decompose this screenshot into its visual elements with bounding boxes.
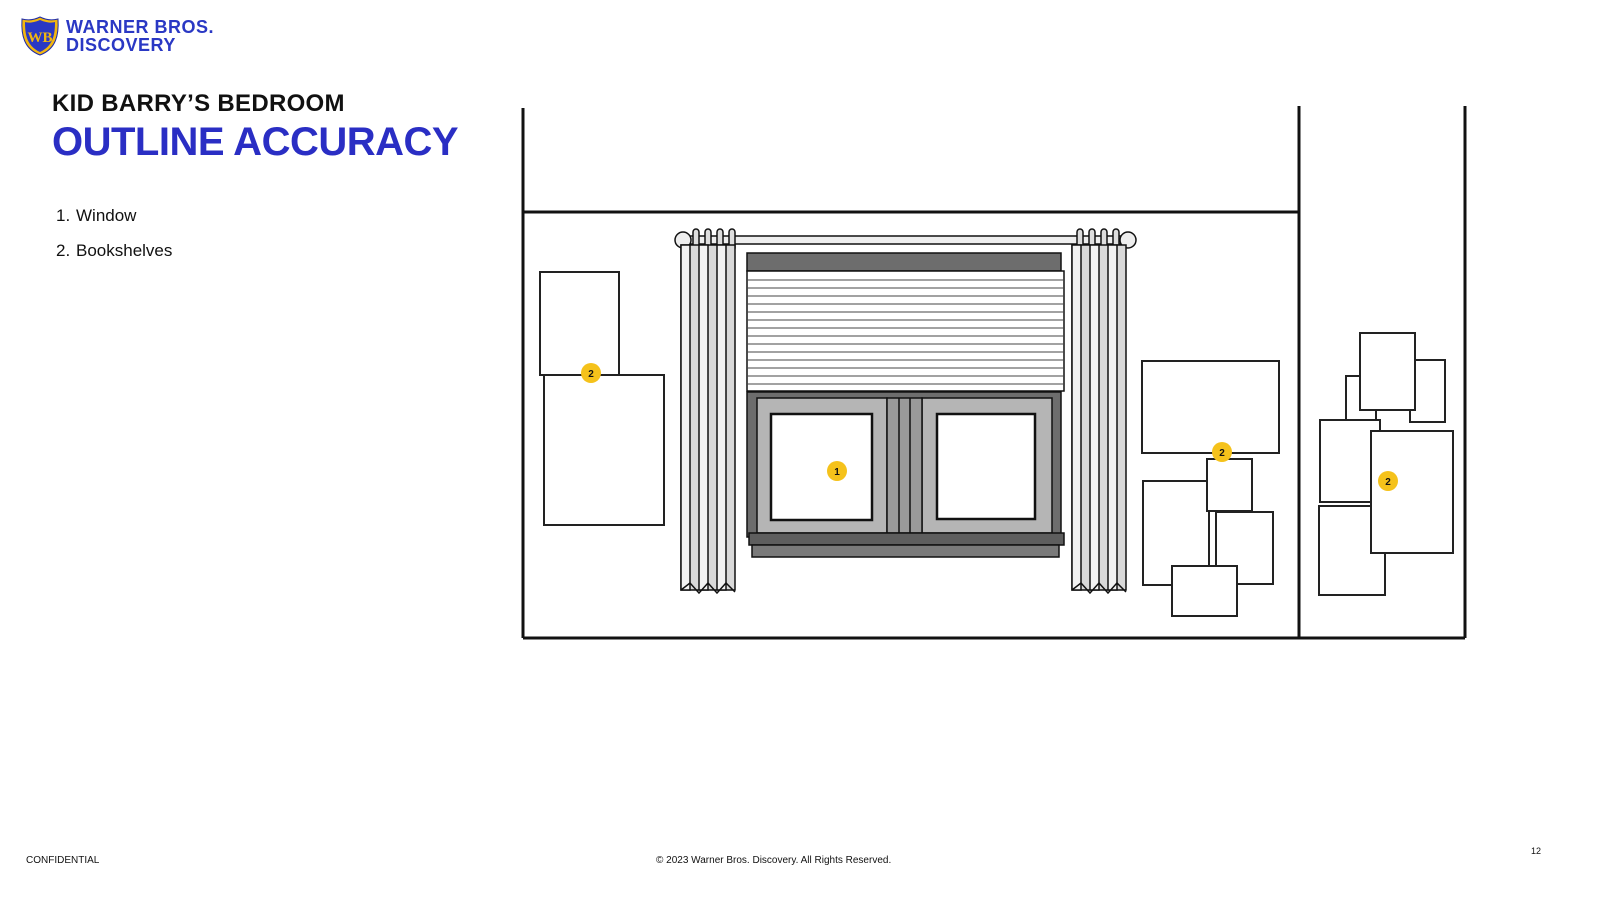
brand-line-2: DISCOVERY [66,35,176,55]
list-item-number: 2. [56,241,71,260]
shield-letters: WB [27,30,52,46]
list-item-window: 1. Window [56,206,172,241]
list-item-bookshelves: 2. Bookshelves [56,241,172,276]
brand-name: WARNER BROS. DISCOVERY [66,18,214,54]
center-right-bookshelves [1141,360,1280,617]
marker-label: 2 [1385,477,1391,488]
marker-window: 1 [827,461,847,481]
marker-bookshelves-left: 2 [581,363,601,383]
window-blind [746,252,1065,392]
room-walls [521,106,1467,640]
marker-label: 2 [588,369,594,380]
list-item-label: Window [76,206,137,225]
page-title: OUTLINE ACCURACY [52,120,459,164]
far-right-bookshelves [1318,332,1454,596]
confidential-label: CONFIDENTIAL [26,855,100,866]
list-item-label: Bookshelves [76,241,173,260]
marker-bookshelves-center-right: 2 [1212,442,1232,462]
marker-label: 1 [834,467,840,478]
item-list: 1. Window 2. Bookshelves [56,206,172,276]
marker-bookshelves-far-right: 2 [1378,471,1398,491]
left-bookshelves [539,271,665,526]
list-item-number: 1. [56,206,71,225]
marker-label: 2 [1219,448,1225,459]
copyright-notice: © 2023 Warner Bros. Discovery. All Right… [656,855,892,866]
brand-logo: WB WARNER BROS. DISCOVERY [20,15,214,57]
bedroom-outline-drawing: 2 1 2 2 [521,106,1467,640]
curtain-rod [674,228,1137,252]
brand-line-1: WARNER BROS. [66,17,215,37]
wb-shield-icon: WB [21,16,59,56]
page-number: 12 [1531,846,1542,856]
right-curtain [1071,244,1127,595]
left-curtain [680,244,736,595]
window [746,391,1065,558]
page-subtitle: KID BARRY’S BEDROOM [52,90,345,117]
